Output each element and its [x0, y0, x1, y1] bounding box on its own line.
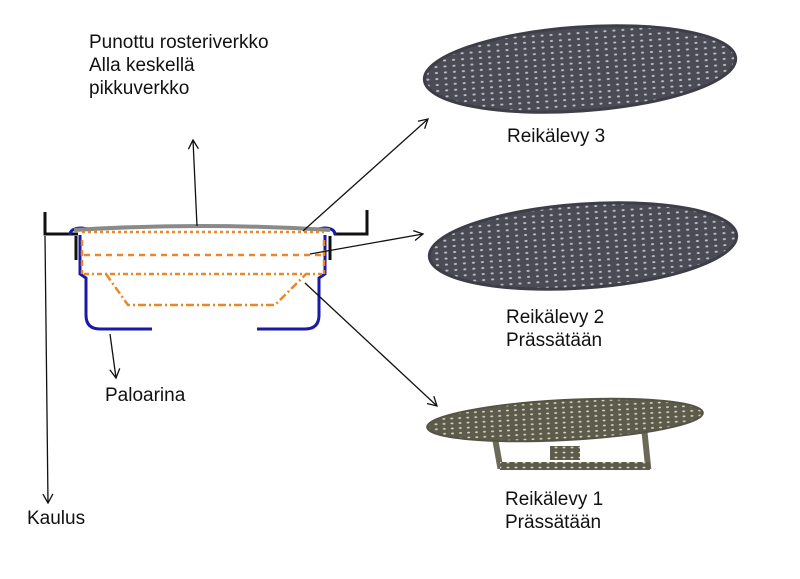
label-line: Prässätään: [505, 512, 602, 533]
label-collar: Kaulus: [27, 508, 86, 529]
label-line: Reikälevy 2: [506, 307, 605, 328]
plate-2-image: [427, 201, 739, 291]
label-fire-grate: Paloarina: [105, 385, 186, 406]
label-line: pikkuverkko: [89, 78, 190, 99]
label-plate-3: Reikälevy 3: [507, 125, 605, 148]
label-line: Prässätään: [506, 330, 603, 351]
firebox-body: [68, 226, 337, 331]
label-top-mesh: Punottu rosteriverkko Alla keskellä pikk…: [89, 31, 269, 100]
leader-arrows: [42, 118, 438, 505]
label-line: Reikälevy 1: [505, 489, 604, 510]
label-line: Reikälevy 3: [507, 126, 606, 147]
label-plate-1: Reikälevy 1 Prässätään: [505, 488, 603, 534]
perforated-plates: [80, 230, 326, 307]
label-line: Punottu rosteriverkko: [89, 32, 269, 53]
plate-3-image: [422, 24, 738, 114]
top-mesh: [73, 224, 331, 232]
label-plate-2: Reikälevy 2 Prässätään: [506, 306, 604, 352]
plate-1-image: [426, 397, 704, 470]
label-line: Alla keskellä: [89, 55, 195, 76]
collar-outline: [43, 210, 369, 260]
